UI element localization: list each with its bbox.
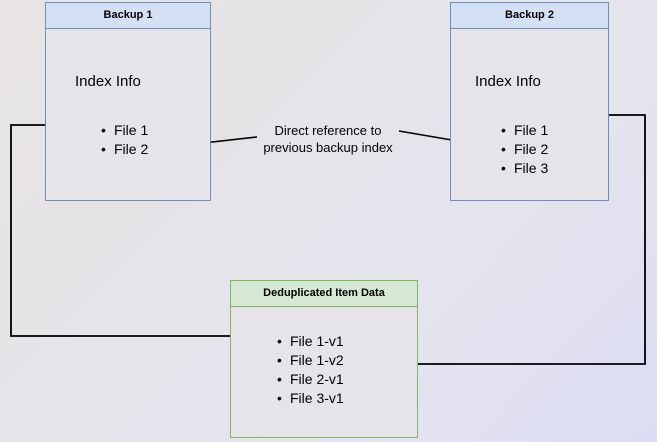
backup-1-header: Backup 1: [46, 3, 210, 29]
list-item: File 2-v1: [277, 370, 344, 389]
list-item: File 3: [501, 159, 548, 178]
backup-2-box[interactable]: Backup 2 Index Info File 1 File 2 File 3: [450, 2, 609, 201]
backup-2-header: Backup 2: [451, 3, 608, 29]
list-item: File 1-v1: [277, 332, 344, 351]
deduplicated-item-data-box[interactable]: Deduplicated Item Data File 1-v1 File 1-…: [230, 280, 418, 438]
edge-backup2-to-dedup: [373, 114, 646, 369]
list-item: File 1-v2: [277, 351, 344, 370]
edge-label-direct-reference: Direct reference to previous backup inde…: [252, 122, 404, 156]
backup-2-index-info-label: Index Info: [475, 73, 541, 90]
edge-label-line-1: Direct reference to: [274, 123, 382, 138]
list-item: File 2: [101, 140, 148, 159]
list-item: File 1: [501, 121, 548, 140]
deduplicated-item-data-header: Deduplicated Item Data: [231, 281, 417, 307]
list-item: File 3-v1: [277, 389, 344, 408]
list-item: File 1: [101, 121, 148, 140]
backup-2-file-list: File 1 File 2 File 3: [498, 121, 548, 178]
deduplicated-file-list: File 1-v1 File 1-v2 File 2-v1 File 3-v1: [274, 332, 344, 408]
backup-1-box[interactable]: Backup 1 Index Info File 1 File 2: [45, 2, 211, 201]
backup-1-file-list: File 1 File 2: [98, 121, 148, 159]
backup-1-index-info-label: Index Info: [75, 73, 141, 90]
edge-label-line-2: previous backup index: [263, 140, 393, 155]
list-item: File 2: [501, 140, 548, 159]
